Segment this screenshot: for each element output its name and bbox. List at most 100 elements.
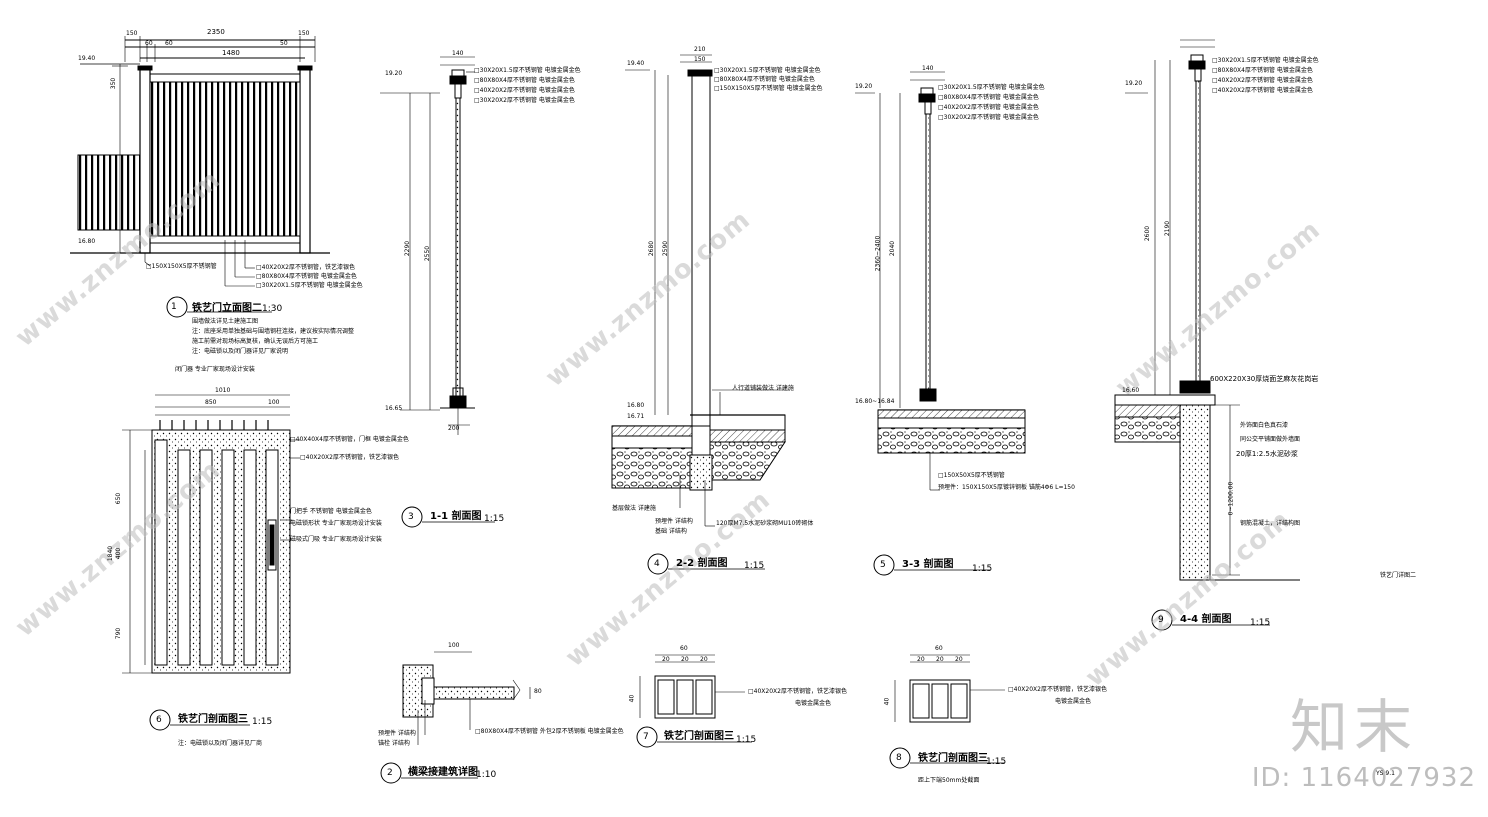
view-number: 4	[654, 559, 660, 569]
page-code: YS 9.1	[1376, 770, 1395, 777]
dim-b: 20	[681, 656, 689, 663]
dim-inner: 1480	[222, 49, 240, 57]
dim-height: 40	[628, 694, 636, 703]
wall-note: 20厚1:2.5水泥砂浆	[1236, 450, 1298, 458]
view-number: 9	[1158, 615, 1164, 625]
dim-a: 60	[145, 40, 153, 47]
wall-dim: 0~1200.00	[1227, 481, 1235, 516]
height-dim: 2040	[889, 240, 897, 257]
view-number: 5	[880, 560, 886, 570]
callout-3: □30X20X1.5厚不锈钢管 电镀金属金色	[256, 282, 363, 289]
callout-1: □40X20X2厚不锈钢管，铁艺漆银色	[1008, 686, 1107, 693]
callout-3: 门把手 不锈钢管 电镀金属金色	[290, 508, 372, 515]
elevation-mid: 16.80	[627, 402, 645, 409]
height-dim: 2190	[1164, 220, 1172, 237]
view-number: 8	[896, 753, 902, 763]
note-block: 基础 详结构	[655, 528, 687, 535]
dim-a: 20	[917, 656, 925, 663]
note-found: 预埋件 详结构	[655, 518, 693, 525]
view-scale: 1:15	[986, 757, 1007, 767]
wall-note: 外饰面白色真石漆	[1240, 422, 1289, 429]
note: 预埋件 详结构	[378, 730, 416, 737]
height-dim: 2290	[404, 240, 412, 257]
note: 锚栓 详结构	[378, 740, 410, 747]
view-title: 1-1 剖面图	[430, 511, 482, 522]
height-dim: 2590	[662, 240, 670, 257]
callout-1: □30X20X1.5厚不锈钢管 电镀金属金色	[1212, 57, 1319, 64]
view-scale: 1:10	[476, 770, 497, 780]
note-paving: 人行道铺装做法 详建施	[732, 385, 794, 392]
view-scale: 1:15	[484, 514, 505, 524]
dim-top: 140	[452, 50, 464, 57]
dim-right: 150	[298, 30, 310, 37]
view-scale: 1:15	[744, 561, 765, 571]
height-dim: 790	[115, 627, 123, 640]
dim-total: 60	[935, 645, 943, 652]
view-number: 6	[156, 715, 162, 725]
note-base: 基层做法 详建施	[612, 505, 656, 512]
elevation-top: 19.20	[385, 70, 403, 77]
callout-2: □80X80X4厚不锈钢管 电镀金属金色	[256, 273, 357, 280]
view-title: 铁艺门剖面图三	[918, 753, 988, 764]
elevation-bottom: 16.65	[385, 405, 403, 412]
view-scale: 1:30	[262, 304, 283, 314]
view-title: 4-4 剖面图	[1180, 614, 1232, 625]
callout-4: 电磁锁形状 专业厂家现场设计安装	[290, 520, 382, 527]
callout-1: □40X20X2厚不锈钢管，铁艺漆银色	[256, 264, 355, 271]
callout-1: □30X20X1.5厚不锈钢管 电镀金属金色	[714, 67, 821, 74]
callout-1: □40X20X2厚不锈钢管，铁艺漆银色	[748, 688, 847, 695]
view-note: 距上下端50mm处截面	[918, 777, 980, 784]
callout-2: □80X80X4厚不锈钢管 电镀金属金色	[714, 76, 815, 83]
view-title: 铁艺门剖面图三	[178, 714, 248, 725]
elevation-bottom: 16.80	[78, 238, 96, 245]
dim-top: 140	[922, 65, 934, 72]
dim-top: 100	[448, 642, 460, 649]
dim-total: 1010	[215, 387, 231, 394]
dim-c: 20	[955, 656, 963, 663]
callout-2: 电镀金属金色	[1055, 698, 1092, 705]
dim-b: 60	[165, 40, 173, 47]
callout-2: □80X80X4厚不锈钢管 电镀金属金色	[474, 77, 575, 84]
view-scale: 1:15	[1250, 618, 1271, 628]
dim-b: 20	[936, 656, 944, 663]
wall-note: 钢筋混凝土，详结构图	[1240, 520, 1301, 527]
height-dim: 2360~2400	[874, 235, 882, 272]
bottom-note: 预埋件：150X150X5厚镀锌钢板 锚筋4Φ6 L=150	[938, 484, 1075, 491]
view-number: 1	[171, 302, 177, 312]
dim-top: 210	[694, 46, 706, 53]
callout-3: □40X20X2厚不锈钢管 电镀金属金色	[938, 104, 1039, 111]
callout-2: □80X80X4厚不锈钢管 电镀金属金色	[938, 94, 1039, 101]
sheet-label: 铁艺门详图二	[1380, 572, 1417, 579]
callout-5: 磁吸式门吸 专业厂家现场设计安装	[290, 536, 382, 543]
dim-c: 20	[700, 656, 708, 663]
dim-bottom: 200	[448, 425, 460, 432]
dim-c: 50	[280, 40, 288, 47]
callout-1: □30X20X1.5厚不锈钢管 电镀金属金色	[474, 67, 581, 74]
callout-post: □150X150X5厚不锈钢管	[146, 263, 217, 270]
view-scale: 1:15	[972, 564, 993, 574]
callout-1: □30X20X1.5厚不锈钢管 电镀金属金色	[938, 84, 1045, 91]
stone-label: 600X220X30厚烧面芝麻灰花岗岩	[1210, 375, 1319, 383]
view-number: 3	[408, 512, 414, 522]
callout-3: □40X20X2厚不锈钢管 电镀金属金色	[474, 87, 575, 94]
dim-inner: 850	[205, 399, 217, 406]
callout-3: □150X150X5厚不锈钢管 电镀金属金色	[714, 85, 823, 92]
view-note: 注：电磁锁以及闭门器详见厂商	[178, 740, 263, 747]
callout: □80X80X4厚不锈钢管 外包2厚不锈钢板 电镀金属金色	[475, 728, 624, 735]
view-number: 2	[387, 768, 393, 778]
image-id: ID: 1164027932	[1251, 763, 1476, 793]
height-dim: 400	[115, 547, 123, 560]
note: 注：电磁锁以及闭门器详见厂家说明	[192, 348, 289, 355]
wall-note: 同公交平铺面做外墙面	[1240, 436, 1301, 443]
view-scale: 1:15	[252, 717, 273, 727]
elevation-bottom: 16.60	[1122, 387, 1140, 394]
dim-right: 100	[268, 399, 280, 406]
elevation-bottom: 16.80~16.84	[855, 398, 895, 405]
dim-total: 2350	[207, 28, 225, 36]
callout-4: □40X20X2厚不锈钢管 电镀金属金色	[1212, 87, 1313, 94]
elevation-low: 16.71	[627, 413, 645, 420]
note: 围墙做法详见土建施工图	[192, 318, 259, 325]
brand-logo: 知末	[1289, 693, 1418, 761]
height-dim: 350	[110, 77, 118, 90]
